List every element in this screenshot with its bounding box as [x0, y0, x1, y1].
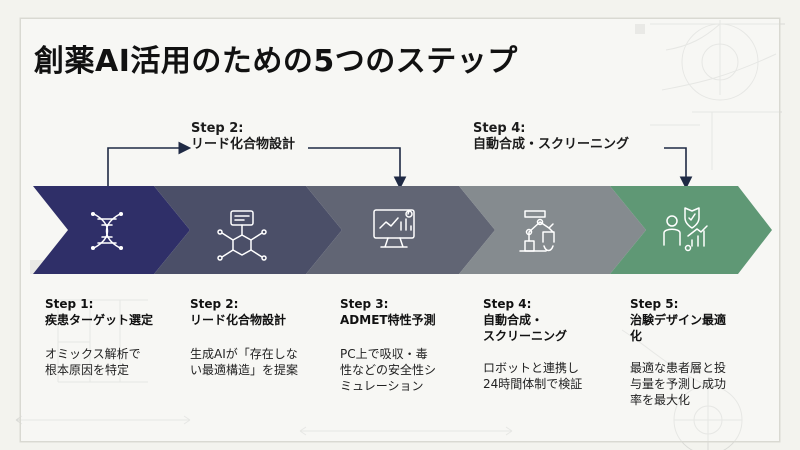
- callout-step-4-title: 自動合成・スクリーニング: [473, 137, 630, 152]
- step-5-title-line-2: 化: [630, 329, 643, 343]
- step-5-description-line-1: 最適な患者層と投: [630, 361, 727, 375]
- step-3-description-line-3: ミュレーション: [340, 379, 424, 393]
- step-5-description: 最適な患者層と投 与量を予測し成功 率を最大化: [630, 360, 780, 408]
- step-3-description-line-2: 性などの安全性シ: [340, 363, 437, 377]
- step-3-title: ADMET特性予測: [340, 313, 436, 327]
- step-1-description-line-1: オミックス解析で: [45, 347, 141, 361]
- step-5-heading-group: Step 5: 治験デザイン最適 化: [630, 296, 780, 344]
- step-2-label: Step 2:: [190, 297, 239, 311]
- step-2-description-line-1: 生成AIが「存在しな: [190, 347, 298, 361]
- step-3-description: PC上で吸収・毒 性などの安全性シ ミュレーション: [340, 346, 490, 394]
- step-3-description-line-1: PC上で吸収・毒: [340, 347, 428, 361]
- step-2-title: リード化合物設計: [190, 313, 287, 327]
- callout-step-2-title: リード化合物設計: [191, 137, 296, 152]
- callout-step-2-label: Step 2:: [191, 121, 244, 136]
- page-title: 創薬AI活用のための5つのステップ: [34, 44, 518, 79]
- step-4-label: Step 4:: [483, 297, 532, 311]
- step-4-description-line-2: 24時間体制で検証: [483, 377, 583, 391]
- step-5-label: Step 5:: [630, 297, 679, 311]
- callout-step-4: Step 4: 自動合成・スクリーニング: [473, 121, 629, 153]
- step-2-heading-group: Step 2: リード化合物設計: [190, 296, 340, 330]
- step-3-heading-group: Step 3: ADMET特性予測: [340, 296, 490, 330]
- callout-step-2: Step 2: リード化合物設計: [191, 121, 295, 153]
- step-1-description-line-2: 根本原因を特定: [45, 363, 130, 377]
- step-4-description: ロボットと連携し 24時間体制で検証: [483, 360, 633, 392]
- step-1-title: 疾患ターゲット選定: [45, 313, 154, 327]
- step-4-card: Step 4: 自動合成・ スクリーニング ロボットと連携し 24時間体制で検証: [483, 296, 633, 392]
- step-1-label: Step 1:: [45, 297, 94, 311]
- step-1-heading-group: Step 1: 疾患ターゲット選定: [45, 296, 195, 330]
- step-2-card: Step 2: リード化合物設計 生成AIが「存在しな い最適構造」を提案: [190, 296, 340, 378]
- step-5-card: Step 5: 治験デザイン最適 化 最適な患者層と投 与量を予測し成功 率を最…: [630, 296, 780, 408]
- step-3-label: Step 3:: [340, 297, 389, 311]
- step-4-title-line-2: スクリーニング: [483, 329, 568, 343]
- step-2-description: 生成AIが「存在しな い最適構造」を提案: [190, 346, 340, 378]
- step-5-description-line-3: 率を最大化: [630, 393, 691, 407]
- step-5-title-line-1: 治験デザイン最適: [630, 313, 727, 327]
- step-2-description-line-2: い最適構造」を提案: [190, 363, 299, 377]
- callout-step-4-label: Step 4:: [473, 121, 526, 136]
- step-4-title-line-1: 自動合成・: [483, 313, 544, 327]
- step-4-heading-group: Step 4: 自動合成・ スクリーニング: [483, 296, 633, 344]
- step-3-card: Step 3: ADMET特性予測 PC上で吸収・毒 性などの安全性シ ミュレー…: [340, 296, 490, 394]
- step-1-description: オミックス解析で 根本原因を特定: [45, 346, 195, 378]
- step-1-card: Step 1: 疾患ターゲット選定 オミックス解析で 根本原因を特定: [45, 296, 195, 378]
- step-4-description-line-1: ロボットと連携し: [483, 361, 580, 375]
- step-5-description-line-2: 与量を予測し成功: [630, 377, 727, 391]
